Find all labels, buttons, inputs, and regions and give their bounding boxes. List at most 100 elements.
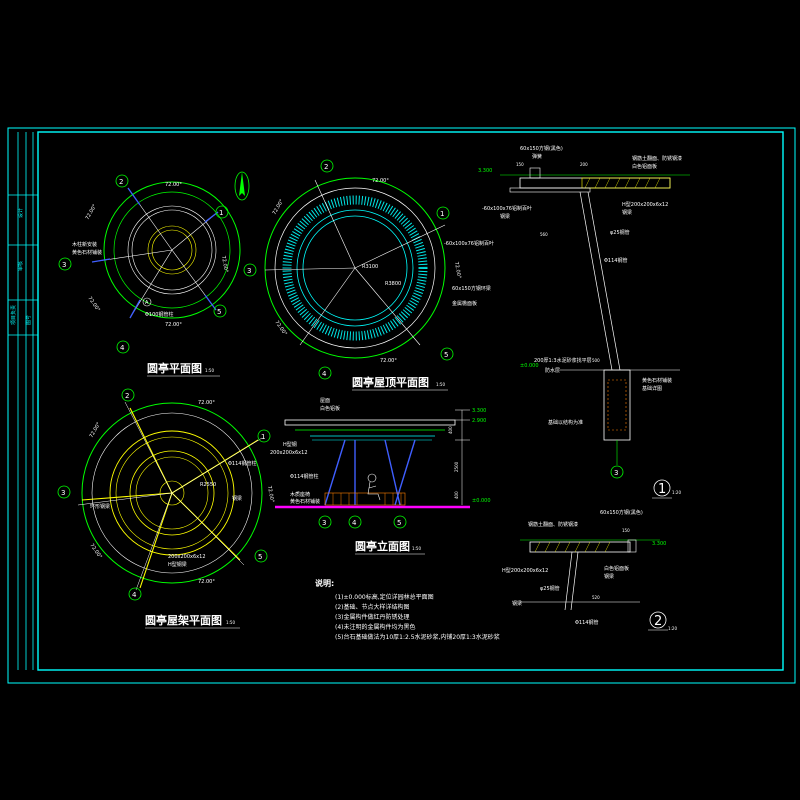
roof-frame-callout-c: 200x200x6x12 <box>168 554 206 560</box>
design-notes: 说明: (1)±0.000标高,定位详园林总平面图 (2)基础、节点大样详结构图… <box>315 578 500 641</box>
roof-top-callout-a: -60x100x76铝制百叶 <box>444 240 494 247</box>
roof-top-axis-1: 1 <box>440 210 444 218</box>
plan-dim-5: 72.00° <box>165 322 182 328</box>
detail-1-label-left2: 钢梁 <box>500 213 510 220</box>
elev-label-base: 黄色石材铺装 <box>290 498 320 505</box>
detail-2-dim-1: 150 <box>622 528 630 533</box>
roof-top-dim-1: 72.00° <box>372 178 389 184</box>
roof-frame-dim-5: 72.00° <box>198 579 215 585</box>
elev-level-2: 2.900 <box>472 418 486 424</box>
detail-2-label-left2: 钢梁 <box>512 600 522 607</box>
roof-top-dim-4: 72.00° <box>273 320 288 338</box>
elev-label-beam: H型钢 <box>283 441 297 448</box>
roof-top-dim-5: 72.00° <box>380 358 397 364</box>
detail-2-label-mid: φ25钢管 <box>540 585 560 592</box>
roof-top-plan: 72.00° 72.00° 72.00° 72.00° 72.00° R3100… <box>264 177 494 391</box>
elev-axis-bubbles <box>318 515 407 529</box>
elev-axis-3: 3 <box>322 519 326 527</box>
roof-top-radius-a: R3100 <box>362 264 378 270</box>
roof-frame-dim-1: 72.00° <box>198 400 215 406</box>
plan-dim-3: 72.00° <box>220 255 229 273</box>
title-cell-4: 图号 <box>26 315 32 325</box>
pavilion-elevation: 3.300 2.900 ±0.000 400 2500 400 屋面 白色铝板 … <box>270 398 491 555</box>
detail-1-label-top: 60x150方钢(黑色) <box>520 145 563 152</box>
detail-2-label-top: 60x150方钢(黑色) <box>600 509 643 516</box>
detail-1-label-r3: H型200x200x6x12 <box>622 201 668 208</box>
roof-top-axis-2: 2 <box>324 163 328 171</box>
notes-item-1: (1)±0.000标高,定位详园林总平面图 <box>335 593 434 601</box>
detail-2-dim-2: 520 <box>592 595 600 600</box>
notes-item-4: (4)未注明的金属构件均为黑色 <box>335 623 416 631</box>
elev-level-1: 3.300 <box>472 408 486 414</box>
roof-top-axis-3: 3 <box>247 267 251 275</box>
notes-heading: 说明: <box>315 578 334 588</box>
plan-axis-4: 4 <box>120 344 125 352</box>
north-arrow-icon <box>234 171 250 201</box>
roof-frame-plan: 72.00° 72.00° 72.00° 72.00° 72.00° R2550… <box>77 400 275 629</box>
plan-axis-3: 3 <box>62 261 66 269</box>
plan-marker: A <box>145 300 149 306</box>
detail-1-label-foot: 基础以结构为准 <box>548 419 583 426</box>
detail-1-label-r4: 钢梁 <box>622 209 632 216</box>
detail-1-label-top2: 弹簧 <box>532 153 542 160</box>
detail-1-label-base3: 黄色石材铺装 <box>642 377 672 384</box>
title-block-texts: 设计 审核 项目负责 图号 <box>10 208 32 325</box>
notes-item-3: (3)金属构件做红丹防锈处理 <box>335 613 410 621</box>
detail-1-label-base: 200厚1:3水泥砂浆找平层 <box>534 357 592 364</box>
elev-axis-labels: 3 4 5 <box>322 519 401 527</box>
elev-axis-5: 5 <box>397 519 401 527</box>
elev-dim-3: 400 <box>454 491 459 499</box>
detail-2: 3.300 150 520 60x150方钢(黑色) 钢筋土翻面、防锈钢漆 白色… <box>502 509 677 631</box>
roof-frame-dim-4: 72.00° <box>88 543 103 561</box>
detail-2-label-r2: 白色铝面板 <box>604 565 629 572</box>
elev-label-beam-size: 200x200x6x12 <box>270 450 308 456</box>
detail-1-label-r: 钢筋土翻面、防锈钢漆 <box>632 155 682 162</box>
plan-axis-2: 2 <box>119 178 123 186</box>
detail-1-dim-3: 560 <box>540 232 548 237</box>
detail-1-label-mid: φ25钢管 <box>610 229 630 236</box>
plan-callout-c: Φ100钢管柱 <box>145 311 173 318</box>
roof-frame-radius: R2550 <box>200 482 216 488</box>
notes-item-2: (2)基础、节点大样详结构图 <box>335 603 410 611</box>
detail-1-label-base2: 防水层 <box>545 367 560 374</box>
pavilion-plan: A 72.00° 72.00° 72.00° 72.00° 72.00° 木柱新… <box>72 181 241 377</box>
detail-1-dim-2: 200 <box>580 162 588 167</box>
roof-frame-callout-a: Φ114钢管柱 <box>228 460 256 467</box>
detail-2-scale: 1:20 <box>668 626 677 631</box>
roof-frame-axis-bubbles <box>57 388 271 601</box>
detail-2-number: 2 <box>654 614 662 629</box>
roof-top-axis-bubbles <box>243 159 454 380</box>
plan-axis-labels: 2 1 3 5 4 <box>62 178 223 352</box>
plan-callout-a: 木柱新安装 <box>72 241 97 248</box>
elev-dim-2: 2500 <box>454 461 459 472</box>
elev-label-roof: 屋面 <box>320 398 330 404</box>
elev-level-3: ±0.000 <box>472 498 491 504</box>
roof-top-axis-labels: 2 1 3 5 4 <box>247 163 448 378</box>
detail-2-label-left: H型200x200x6x12 <box>502 567 548 574</box>
roof-frame-callout-e: 钢梁 <box>232 495 242 502</box>
outer-frame <box>7 127 796 684</box>
detail-1-label-left: -60x100x76铝制百叶 <box>482 205 532 212</box>
roof-top-title: 圆亭屋顶平面图 <box>352 375 429 389</box>
roof-frame-axis-4: 4 <box>132 591 137 599</box>
roof-top-radius-b: R3800 <box>385 281 401 287</box>
elev-label-board: 白色铝板 <box>320 405 340 412</box>
detail-1-axis: 3 <box>614 469 618 477</box>
detail-1-label-base4: 基础详图 <box>642 385 662 392</box>
detail-1: 3 3.300 ±0.000 150 200 560 500 60x150方钢(… <box>478 145 690 499</box>
plan-scale: 1:50 <box>205 368 214 373</box>
roof-top-callout-b: 60x150方钢环梁 <box>452 285 491 292</box>
detail-2-label-r: 钢筋土翻面、防锈钢漆 <box>528 521 578 528</box>
elev-title: 圆亭立面图 <box>355 539 410 553</box>
plan-axis-bubbles <box>58 174 229 354</box>
plan-callout-b: 黄色石材铺装 <box>72 249 102 256</box>
roof-frame-axis-labels: 2 1 3 5 4 <box>61 392 265 599</box>
detail-1-scale: 1:20 <box>672 490 681 495</box>
roof-top-callout-c: 金属檐面板 <box>452 300 477 307</box>
roof-frame-dim-3: 72.00° <box>266 485 275 503</box>
notes-item-5: (5)台石基础做法为10厚1:2.5水泥砂浆,内铺20厚1:3水泥砂浆 <box>335 633 500 641</box>
detail-1-level-top: 3.300 <box>478 168 492 174</box>
detail-1-level-zero: ±0.000 <box>520 363 539 369</box>
detail-1-label-r2: 白色铝面板 <box>632 163 657 170</box>
